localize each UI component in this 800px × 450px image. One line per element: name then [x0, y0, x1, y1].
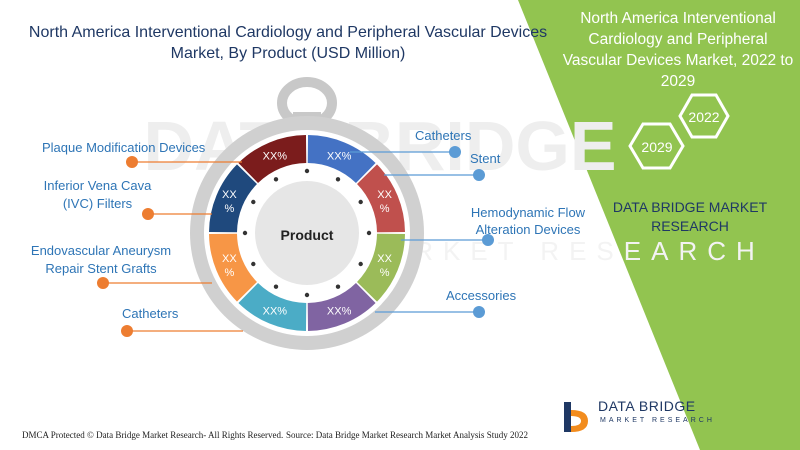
donut-segment-6	[209, 233, 257, 302]
hour-dot	[273, 177, 279, 182]
connector-catheters-left-dot	[121, 325, 133, 337]
logo-tagline: MARKET RESEARCH	[600, 417, 715, 424]
hour-dot	[358, 261, 363, 267]
logo-mark	[564, 402, 588, 432]
segment-value-label-8: XX%	[263, 150, 288, 162]
side-panel-title: North America Interventional Cardiology …	[562, 10, 794, 90]
hour-dot	[242, 230, 248, 236]
label-left-catheters: Catheters	[122, 306, 179, 321]
hour-dot	[251, 261, 256, 267]
hour-dot	[304, 168, 310, 174]
year-2029: 2029	[641, 139, 672, 155]
donut-segment-5	[238, 283, 307, 331]
source-note: Source: Data Bridge Market Research Mark…	[286, 430, 528, 440]
segment-value-label-2: XX%	[377, 189, 392, 215]
hexagon-2029	[628, 122, 685, 170]
label-right-stent: Stent	[470, 151, 501, 166]
label-right-hemodynamic: Hemodynamic Flow Alteration Devices	[470, 205, 586, 237]
segment-value-label-7: XX%	[222, 189, 237, 215]
donut-segment-3	[357, 233, 405, 302]
label-right-accessories: Accessories	[446, 288, 517, 303]
label-left-plaque: Plaque Modification Devices	[42, 140, 206, 155]
year-2022: 2022	[688, 109, 719, 125]
donut-segment-1	[307, 135, 376, 183]
hour-dot	[335, 177, 341, 182]
connector-hemodynamic-dot	[482, 234, 494, 246]
connector-catheters-right-dot	[449, 146, 461, 158]
logo-name: DATA BRIDGE	[598, 398, 696, 414]
brand-text: DATA BRIDGE MARKET RESEARCH	[612, 199, 768, 234]
page-title: North America Interventional Cardiology …	[28, 24, 548, 62]
hexagon-2022	[678, 93, 730, 139]
label-left-ivc: Inferior Vena Cava (IVC) Filters	[43, 178, 152, 211]
hour-dot	[358, 199, 363, 205]
segment-value-label-3: XX%	[377, 253, 392, 279]
donut-segment-4	[307, 283, 376, 331]
dmca-notice: DMCA Protected © Data Bridge Market Rese…	[22, 430, 284, 440]
connector-plaque-dot	[126, 156, 138, 168]
connector-accessories-dot	[473, 306, 485, 318]
connector-ivc-dot	[142, 208, 154, 220]
label-left-evar: Endovascular Aneurysm Repair Stent Graft…	[30, 243, 172, 276]
donut-segment-8	[238, 135, 307, 183]
segment-value-label-5: XX%	[263, 306, 288, 318]
center-hub	[255, 181, 359, 285]
hour-dot	[273, 284, 279, 289]
hour-dot	[335, 284, 341, 289]
hour-dot	[366, 230, 372, 236]
segment-value-label-1: XX%	[327, 150, 352, 162]
segment-value-label-4: XX%	[327, 306, 352, 318]
center-label: Product	[281, 227, 334, 243]
donut-segment-7	[209, 164, 257, 233]
label-right-catheters: Catheters	[415, 128, 472, 143]
connector-stent-dot	[473, 169, 485, 181]
hour-dot	[251, 199, 256, 205]
connector-evar-dot	[97, 277, 109, 289]
donut-segment-2	[357, 164, 405, 233]
segment-value-label-6: XX%	[222, 253, 237, 279]
hour-dot	[304, 292, 310, 298]
